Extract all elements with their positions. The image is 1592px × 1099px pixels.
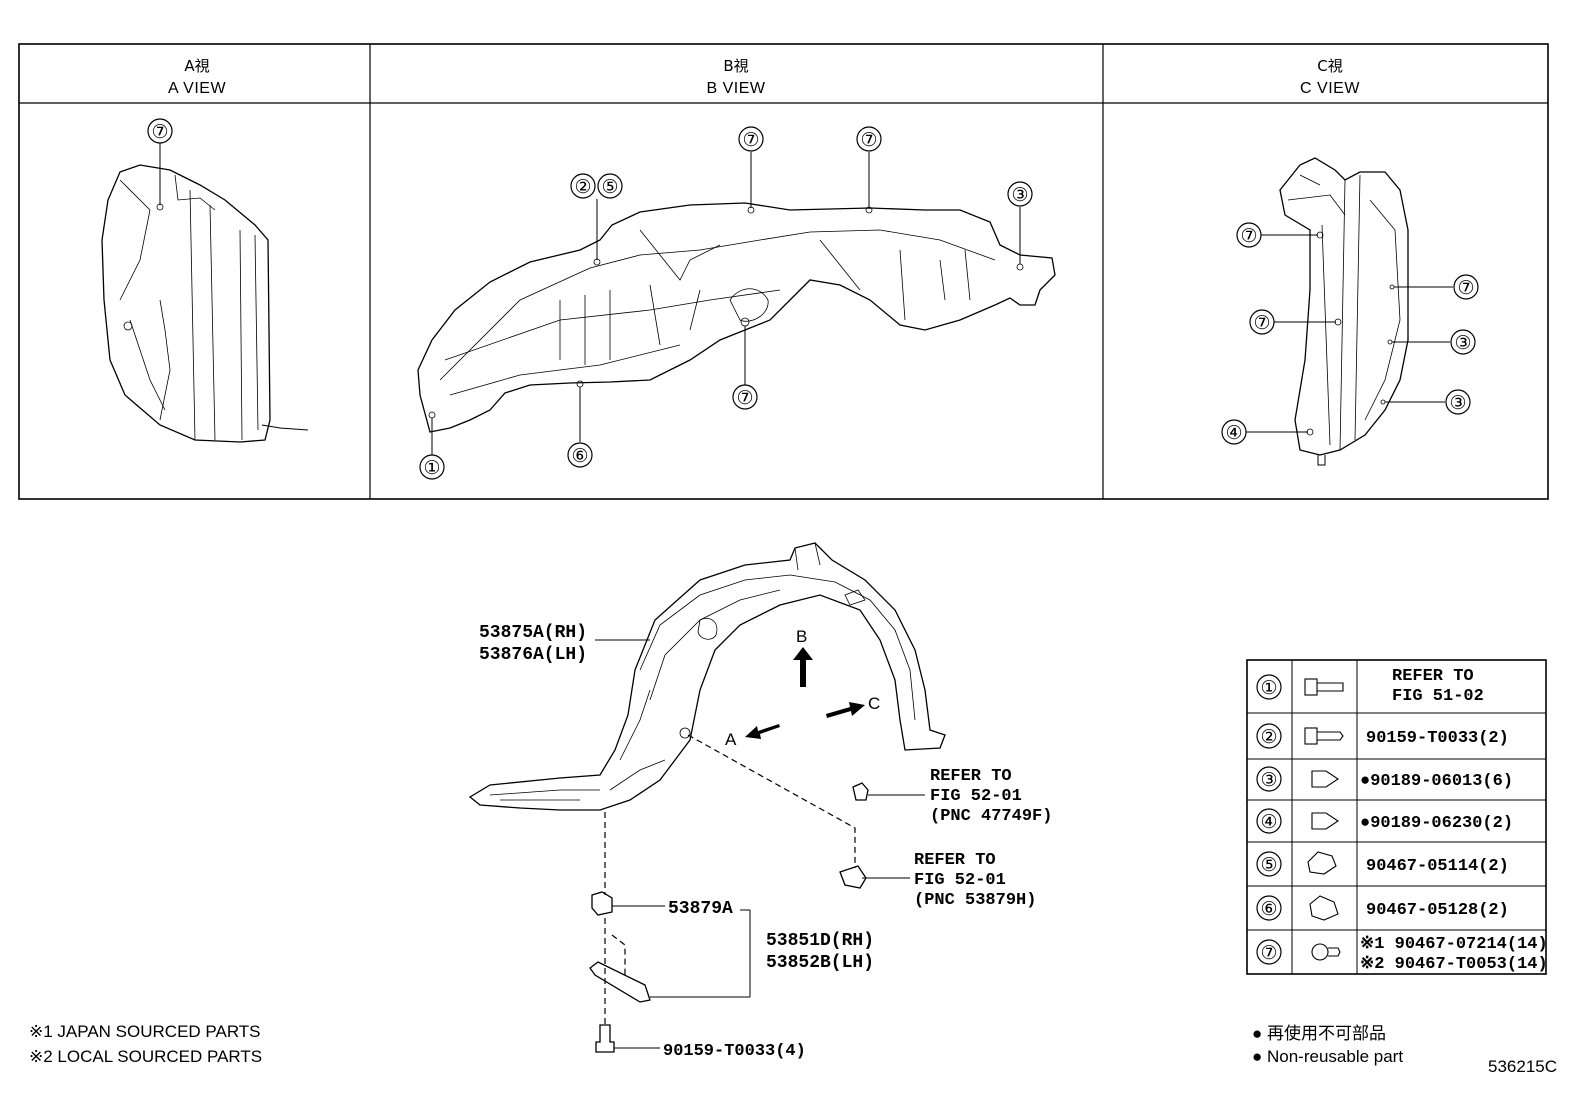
callout-2: ② [574,176,591,198]
legend-row: ③ ●90189-06013(6) [1256,766,1513,792]
legend-text: 90467-05128(2) [1366,901,1509,920]
arrow-c-label: C [868,694,880,713]
nonreusable-note: ● Non-reusable part [1252,1047,1403,1066]
legend-text: ※1 90467-07214(14) [1360,935,1548,954]
legend-table: ① REFER TO FIG 51-02 ② 90159-T0033(2) ③ [1246,659,1548,975]
a-view-label-jp: A視 [184,57,209,75]
nut-icon [1309,895,1339,921]
legend-row: ② 90159-T0033(2) [1256,723,1509,749]
liner-rh-label: 53875A(RH) [479,623,587,643]
legend-num: ④ [1260,811,1277,833]
screw-icon [1304,727,1344,745]
arrow-c-icon [826,702,865,718]
callout-7: ⑦ [742,129,759,151]
callout-4: ④ [1225,422,1242,444]
legend-text: 90159-T0033(2) [1366,729,1509,748]
callout-7: ⑦ [860,129,877,151]
legend-row: ⑥ 90467-05128(2) [1256,895,1509,921]
c-view-label-jp: C視 [1317,57,1342,75]
clip-label: 53879A [668,899,733,919]
refer1-line2: FIG 52-01 [930,787,1022,806]
legend-num: ⑥ [1260,898,1277,920]
push-clip-icon [1311,943,1341,961]
callout-3: ③ [1011,184,1028,206]
callout-1: ① [423,457,440,479]
legend-text: FIG 51-02 [1392,687,1484,706]
bolt-icon [1304,678,1344,696]
clip-icon [1311,812,1339,830]
fender-liner-drawing: B C A 53875A(RH) 53876A(LH) REFER TO FIG… [468,542,1052,1061]
b-view-label-jp: B視 [723,57,748,75]
legend-text: REFER TO [1392,667,1474,686]
legend-num: ③ [1260,769,1277,791]
refer2-line3: (PNC 53879H) [914,891,1036,910]
callout-7: ⑦ [1253,312,1270,334]
callout-3: ③ [1449,392,1466,414]
legend-text: ※2 90467-T0053(14) [1360,955,1548,974]
callout-3: ③ [1454,332,1471,354]
legend-row: ① REFER TO FIG 51-02 [1256,667,1484,706]
arrow-b-label: B [796,627,807,646]
c-view-drawing: ⑦ ⑦ ⑦ ③ ③ ④ [1221,157,1479,466]
legend-text: ●90189-06230(2) [1360,814,1513,833]
shield-rh-label: 53851D(RH) [766,931,874,951]
callout-7: ⑦ [151,121,168,143]
arrow-a-icon [745,724,780,739]
a-view-label: A VIEW [168,80,227,97]
callout-7: ⑦ [736,387,753,409]
nut-icon [1307,851,1337,875]
clip-icon [1311,770,1339,788]
callout-7: ⑦ [1457,277,1474,299]
callout-7: ⑦ [1240,225,1257,247]
footnote-japan: ※1 JAPAN SOURCED PARTS [29,1022,261,1041]
b-view-label: B VIEW [706,80,765,97]
callout-5: ⑤ [601,176,618,198]
screw-label: 90159-T0033(4) [663,1042,806,1061]
arrow-b-icon [793,647,813,687]
arrow-a-label: A [725,730,737,749]
refer1-line1: REFER TO [930,767,1012,786]
figure-code: 536215C [1488,1057,1557,1076]
footnote-local: ※2 LOCAL SOURCED PARTS [29,1047,262,1066]
c-view-label: C VIEW [1300,80,1360,97]
nonreusable-note-jp: ● 再使用不可部品 [1252,1023,1386,1043]
legend-row: ⑦ ※1 90467-07214(14) ※2 90467-T0053(14) [1256,935,1548,974]
legend-row: ⑤ 90467-05114(2) [1256,851,1509,877]
legend-num: ① [1260,677,1277,699]
refer2-line1: REFER TO [914,851,996,870]
view-table: A視 A VIEW B視 B VIEW C視 C VIEW [18,43,1549,500]
legend-num: ② [1260,726,1277,748]
legend-text: ●90189-06013(6) [1360,772,1513,791]
refer1-line3: (PNC 47749F) [930,807,1052,826]
legend-text: 90467-05114(2) [1366,857,1509,876]
legend-num: ⑦ [1260,942,1277,964]
callout-6: ⑥ [571,445,588,467]
shield-lh-label: 53852B(LH) [766,953,874,973]
liner-lh-label: 53876A(LH) [479,645,587,665]
legend-num: ⑤ [1260,854,1277,876]
refer2-line2: FIG 52-01 [914,871,1006,890]
a-view-drawing: ⑦ [101,118,309,443]
legend-row: ④ ●90189-06230(2) [1256,808,1513,834]
b-view-drawing: ⑦ ⑦ ② ⑤ ③ ① ⑥ ⑦ [417,126,1056,480]
